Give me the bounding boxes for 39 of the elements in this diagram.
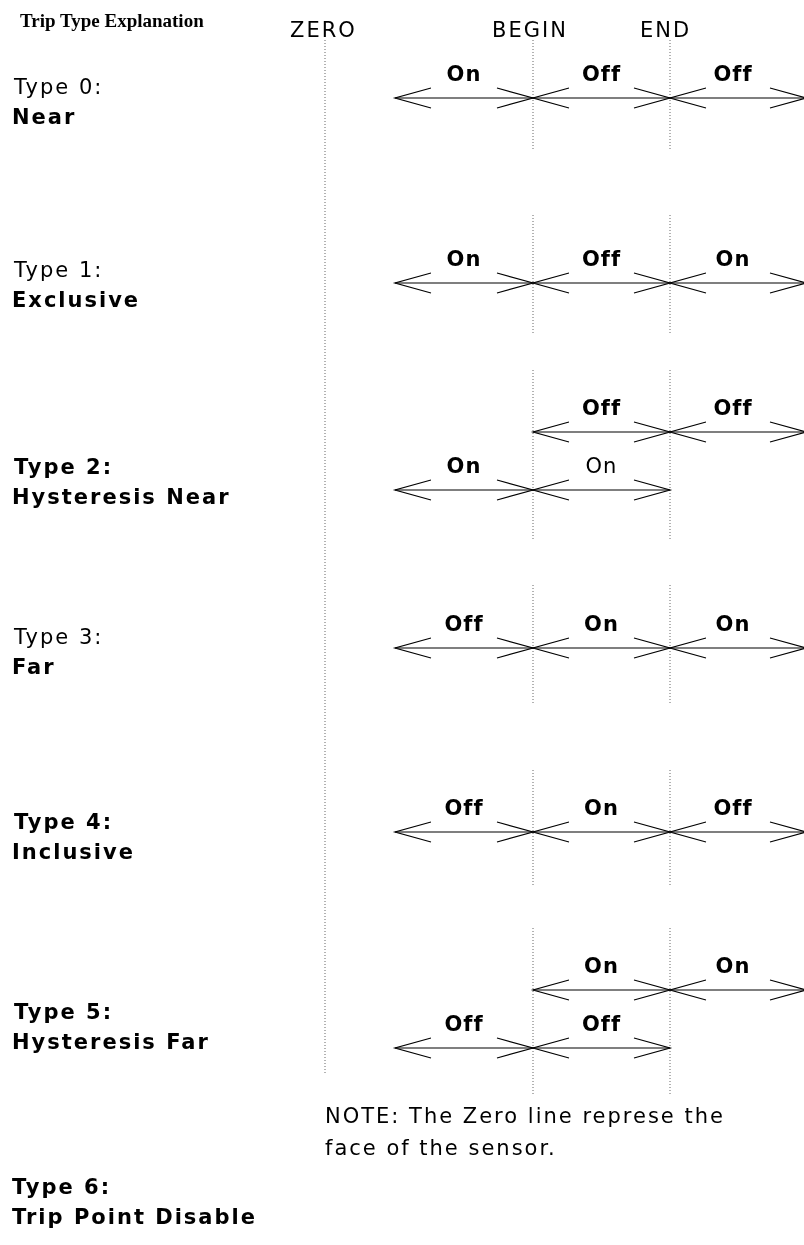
state-label: On: [714, 247, 752, 271]
type-name: Inclusive: [12, 840, 135, 864]
type-heading: Type 2:: [14, 455, 114, 479]
state-label: Off: [443, 1012, 485, 1036]
begin-heading: BEGIN: [492, 18, 568, 42]
type-name: Far: [12, 655, 56, 679]
note-text: NOTE: The Zero line represe the face of the sensor.: [325, 1103, 726, 1162]
state-label: Off: [443, 796, 485, 820]
state-label: Off: [712, 62, 754, 86]
type-heading: Type 3:: [14, 625, 104, 649]
zero-heading: ZERO: [290, 18, 357, 42]
type-heading: Type 4:: [14, 810, 114, 834]
state-label: Off: [580, 62, 623, 86]
state-label: On: [583, 796, 620, 820]
state-label: On: [583, 954, 620, 978]
title: Trip Type Explanation: [20, 10, 204, 32]
type-name: Hysteresis Near: [12, 485, 231, 509]
type-heading: Type 1:: [14, 258, 104, 282]
type-heading: Type 6:: [12, 1175, 112, 1199]
end-heading: END: [640, 18, 692, 42]
type-name: Trip Point Disable: [12, 1205, 257, 1229]
state-label: Off: [580, 1012, 623, 1036]
type-name: Near: [12, 105, 77, 129]
state-label: Off: [580, 396, 623, 420]
state-label: Off: [443, 612, 485, 636]
type-heading: Type 5:: [14, 1000, 114, 1024]
state-label: On: [583, 612, 620, 636]
state-label: Off: [712, 396, 754, 420]
state-label: On: [584, 454, 619, 478]
state-label: On: [714, 612, 752, 636]
type-name: Exclusive: [12, 288, 141, 312]
type-name: Hysteresis Far: [12, 1030, 210, 1054]
state-label: On: [445, 247, 483, 271]
state-label: On: [445, 62, 483, 86]
state-label: Off: [712, 796, 754, 820]
state-label: On: [445, 454, 483, 478]
state-label: Off: [580, 247, 623, 271]
state-label: On: [714, 954, 752, 978]
type-heading: Type 0:: [14, 75, 104, 99]
